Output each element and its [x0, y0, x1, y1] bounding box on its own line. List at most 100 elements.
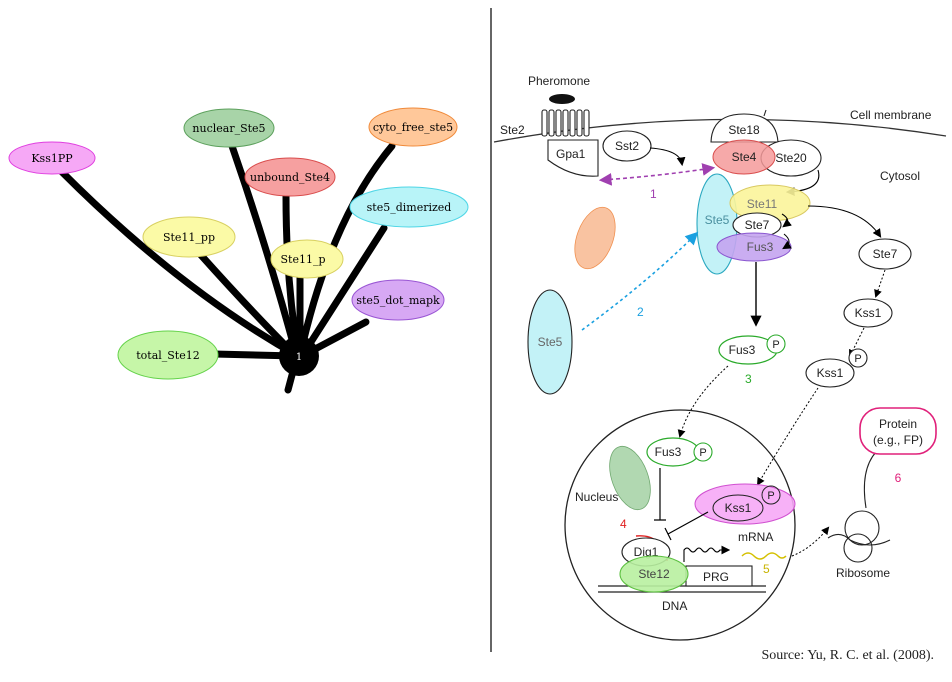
- protein-sublabel: (e.g., FP): [873, 433, 923, 447]
- step-6-number: 6: [895, 471, 902, 485]
- ste5-free-label: Ste5: [538, 335, 563, 349]
- fus3p-phospho-icon: [766, 334, 786, 354]
- node-label: Kss1PP: [31, 152, 73, 165]
- kss1p-phospho-label: P: [854, 353, 861, 365]
- hub-node: 1: [279, 336, 319, 376]
- step-2-number: 2: [637, 305, 644, 319]
- node-label: cyto_free_ste5: [373, 121, 453, 134]
- nuclear-ste5-blob: [609, 445, 651, 511]
- node-ste5-dot-mapk: ste5_dot_mapk: [351, 279, 445, 321]
- source-citation: Source: Yu, R. C. et al. (2008).: [761, 648, 934, 663]
- cell-membrane-label: Cell membrane: [850, 108, 932, 122]
- node-total-ste12: total_Ste12: [117, 330, 219, 380]
- gpa1-shape: [547, 139, 599, 177]
- edge-cyto-free-ste5: [296, 142, 396, 360]
- mrna-wave: [683, 545, 731, 562]
- kss1-to-kss1p-arrow: [849, 327, 865, 358]
- kss1-nuc-shape: [712, 494, 764, 522]
- step5-mrna-wave: [741, 552, 787, 560]
- ste11-to-ste7-free-arrow: [807, 205, 882, 238]
- kss1-nuc-label: Kss1: [725, 501, 752, 515]
- ste4-shape: [712, 139, 776, 175]
- step-5-number: 5: [763, 562, 770, 576]
- ste5-scaffold-label: Ste5: [705, 213, 730, 227]
- protein-box: [859, 407, 937, 455]
- node-label: total_Ste12: [136, 349, 200, 362]
- node-kss1pp: Kss1PP: [8, 141, 96, 175]
- hub-label: 1: [296, 352, 302, 363]
- protein-label: Protein: [879, 417, 917, 431]
- kss1p-phospho-icon: [848, 348, 868, 368]
- cyto-ste5-blob: [574, 206, 616, 270]
- kss1-nuc-highlight: [694, 483, 796, 525]
- node-cyto-free-ste5: cyto_free_ste5: [368, 107, 458, 147]
- fus3-inhibition-line: [654, 468, 666, 521]
- kss1-inhibition-line: [664, 511, 709, 541]
- ste18-shape: [710, 113, 779, 143]
- pheromone-label: Pheromone: [528, 74, 590, 88]
- pheromone-shape: [549, 94, 575, 104]
- mrna-export-arrow: [791, 526, 830, 557]
- ribosome-icon: [827, 451, 891, 563]
- fus3p-import-arrow: [677, 365, 729, 438]
- fus3-complex-label: Fus3: [747, 240, 774, 254]
- kss1-free-label: Kss1: [855, 306, 882, 320]
- nucleus-label: Nucleus: [575, 490, 618, 504]
- kss1-nuc-phospho-label: P: [767, 490, 774, 502]
- ste7-to-fus3-arrow: [782, 233, 792, 250]
- fus3-nuc-phospho-label: P: [699, 447, 706, 459]
- fus3p-phospho-label: P: [772, 339, 779, 351]
- ste7-free-shape: [858, 238, 912, 270]
- node-label: nuclear_Ste5: [192, 122, 265, 135]
- left-network-graph: Kss1PP nuclear_Ste5 cyto_free_ste5 unbou…: [8, 107, 469, 394]
- node-label: ste5_dimerized: [367, 201, 452, 214]
- ste4-label: Ste4: [732, 150, 757, 164]
- kss1-free-shape: [843, 298, 893, 328]
- kss1p-shape: [805, 358, 855, 388]
- ste18-label: Ste18: [728, 123, 760, 137]
- node-label: unbound_Ste4: [250, 171, 330, 184]
- ribosome-label: Ribosome: [836, 566, 890, 580]
- ste12-shape: [619, 555, 689, 593]
- step1-arrow: [598, 163, 716, 186]
- graph-edges: [58, 142, 396, 394]
- node-label: Ste11_p: [280, 253, 325, 266]
- ste11-label: Ste11: [747, 197, 778, 211]
- step-1-number: 1: [650, 187, 657, 201]
- kss1p-import-arrow: [756, 387, 819, 486]
- edge-kss1pp: [58, 168, 302, 360]
- step2-arrow: [581, 231, 699, 331]
- mrna-label: mRNA: [738, 530, 773, 544]
- node-label: ste5_dot_mapk: [356, 294, 440, 307]
- node-ste11-pp: Ste11_pp: [142, 216, 236, 258]
- sst2-arrow: [649, 147, 686, 167]
- node-ste11-p: Ste11_p: [270, 239, 344, 279]
- gpa1-label: Gpa1: [556, 147, 586, 161]
- ste7-complex-label: Ste7: [745, 218, 770, 232]
- step-3-number: 3: [745, 372, 752, 386]
- fus3p-label: Fus3: [729, 343, 756, 357]
- ste5-free-shape: [527, 289, 573, 395]
- fus3-nuc-phospho-icon: [693, 442, 713, 462]
- ste20-label: Ste20: [775, 151, 807, 165]
- ste7-to-kss1-arrow: [874, 269, 886, 298]
- ste2-label: Ste2: [500, 123, 525, 137]
- pathway-diagram: Cell membrane Cytosol Pheromone Ste2 Gpa…: [493, 74, 947, 641]
- node-nuclear-ste5: nuclear_Ste5: [183, 108, 275, 148]
- edge-nuclear-ste5: [228, 142, 300, 358]
- ste7-free-label: Ste7: [873, 247, 898, 261]
- ste12-label: Ste12: [638, 567, 670, 581]
- dna-label: DNA: [662, 599, 687, 613]
- node-unbound-ste4: unbound_Ste4: [244, 157, 336, 197]
- ste11-to-ste7-arrow: [781, 213, 792, 228]
- fus3-nuc-label: Fus3: [655, 445, 682, 459]
- node-ste5-dimerized: ste5_dimerized: [349, 186, 469, 228]
- sst2-label: Sst2: [615, 139, 639, 153]
- kss1p-label: Kss1: [817, 366, 844, 380]
- sst2-shape: [602, 130, 652, 162]
- step-4-number: 4: [620, 517, 627, 531]
- prg-label: PRG: [703, 570, 729, 584]
- node-label: Ste11_pp: [163, 231, 215, 244]
- kss1-nuc-phospho-icon: [761, 485, 781, 505]
